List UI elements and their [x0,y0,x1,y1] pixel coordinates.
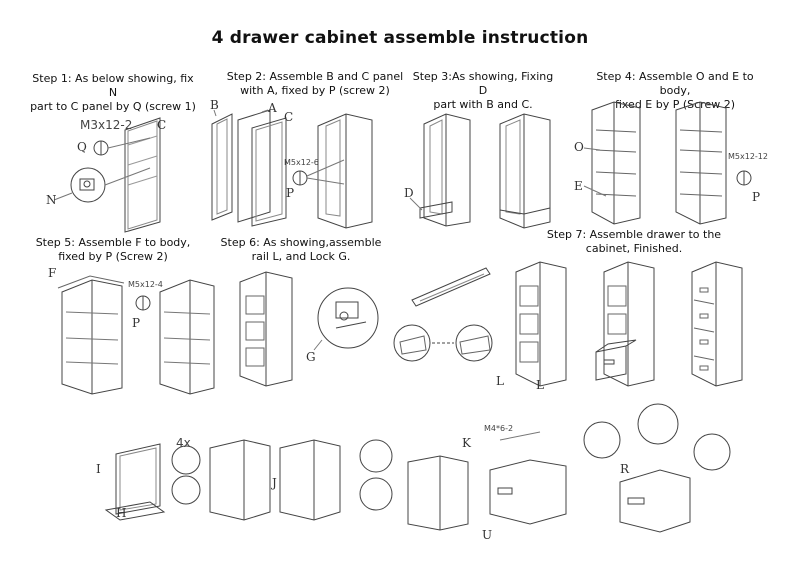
step-5-line1: Step 5: Assemble F to body, [35,236,191,249]
part-label-J: J [272,476,277,490]
part-label-C1: C [157,118,167,132]
step-1-line2: part to C panel by Q (screw 1) [30,100,196,113]
page-title: 4 drawer cabinet assemble instruction [211,28,589,48]
step-6-caption: Step 6: As showing,assemble rail L, and … [216,236,386,264]
part-label-E: E [574,179,583,193]
step-2-line2: with A, fixed by P (screw 2) [240,84,390,97]
step-4-line2: fixed E by P (Screw 2) [614,98,736,111]
screw-spec-1: M3x12-2 [80,118,133,132]
part-label-I: I [96,462,101,476]
step-1-line1: Step 1: As below showing, fix N [32,72,194,99]
step-7-figure [516,262,742,386]
part-label-D: D [404,186,414,200]
step-5-line2: fixed by P (Screw 2) [58,250,168,263]
part-label-H: H [116,506,127,520]
part-label-P2: P [752,190,761,204]
step-4-caption: Step 4: Assemble O and E to body, fixed … [580,70,770,112]
part-label-R: R [620,462,630,476]
part-label-U: U [482,528,493,542]
part-label-G: G [306,350,316,364]
part-label-A: A [268,101,277,115]
step-5-caption: Step 5: Assemble F to body, fixed by P (… [34,236,192,264]
rail-figure [394,268,492,361]
step-3-line2: part with B and C. [433,98,533,111]
step-3-caption: Step 3:As showing, Fixing D part with B … [408,70,558,112]
part-label-F: F [48,266,57,280]
step-6-line1: Step 6: As showing,assemble [220,236,382,249]
step-1-caption: Step 1: As below showing, fix N part to … [28,72,198,114]
part-label-P3: P [132,316,141,330]
step-7-line1: Step 7: Assemble drawer to the [546,228,722,241]
step-4-figure [584,102,751,224]
part-label-K: K [462,436,471,450]
step-3-line1: Step 3:As showing, Fixing D [412,70,554,97]
step-2-line1: Step 2: Assemble B and C panel [226,70,404,83]
step-6-line2: rail L, and Lock G. [251,250,351,263]
screw-spec-4: M5x12-4 [128,280,163,289]
step-3-figure [410,114,550,228]
step-5-figure [58,276,214,394]
screw-spec-5: M4*6-2 [484,424,514,433]
step-4-line1: Step 4: Assemble O and E to body, [596,70,754,97]
screw-quantity: 4x [176,436,191,450]
step-7-line2: cabinet, Finished. [585,242,683,255]
part-label-N: N [46,193,57,207]
step-1-figure [54,118,160,232]
step-2-figure [212,110,372,228]
step-2-caption: Step 2: Assemble B and C panel with A, f… [226,70,404,98]
screw-spec-3: M5x12-12 [728,152,768,161]
part-label-P1: P [286,186,295,200]
part-label-L2: L [536,378,544,392]
part-label-L1: L [496,374,504,388]
part-label-C2: C [284,110,294,124]
screw-spec-2: M5x12-6 [284,158,319,167]
step-6-figure [240,272,378,386]
part-label-Q: Q [77,140,87,154]
drawer-assembly-figures [106,404,730,532]
part-label-O: O [574,140,584,154]
step-7-caption: Step 7: Assemble drawer to the cabinet, … [546,228,722,256]
part-label-B: B [210,98,219,112]
